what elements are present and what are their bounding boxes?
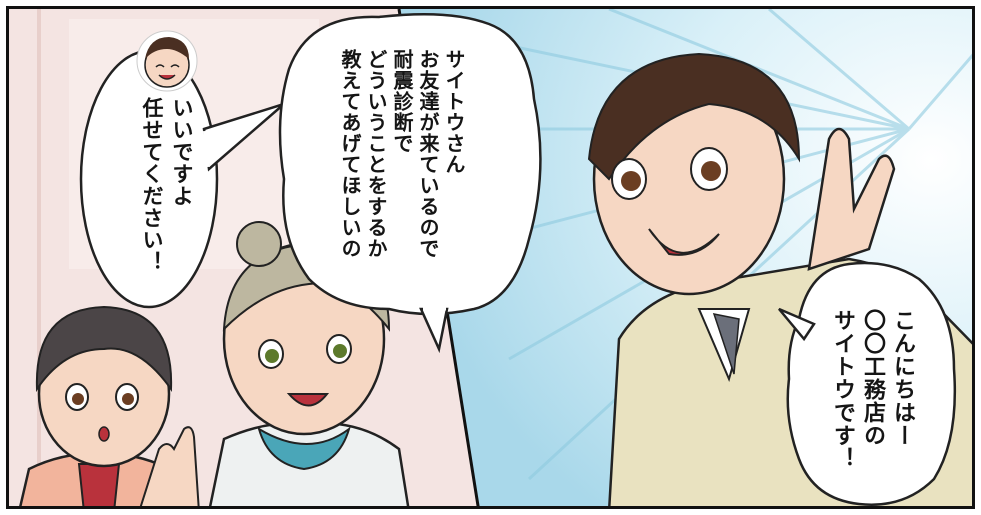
- middle-bubble-line: 耐震診断で: [390, 49, 414, 154]
- manga-illustration: [9, 9, 972, 506]
- thought-bubble-face-icon: [136, 30, 198, 92]
- speech-bubble-right: [778, 261, 957, 506]
- middle-bubble-text: サイトウさん お友達が来ているので 耐震診断で どういうことをするか 教えてあげ…: [337, 49, 467, 259]
- manga-panel-frame: いいですよ 任せてください！ サイトウさん お友達が来ているので 耐震診断で ど…: [6, 6, 975, 509]
- middle-bubble-line: お友達が来ているので: [416, 49, 440, 259]
- left-bubble-text: いいですよ 任せてください！: [137, 97, 197, 273]
- left-bubble-line: 任せてください！: [140, 97, 164, 273]
- right-bubble-line: こんにちはー: [890, 309, 915, 447]
- middle-bubble-line: どういうことをするか: [364, 49, 388, 259]
- middle-bubble-line: 教えてあげてほしいの: [338, 49, 362, 259]
- left-bubble-line: いいですよ: [170, 97, 194, 207]
- right-bubble-line: サイトウです！: [830, 309, 855, 470]
- right-bubble-line: 〇〇工務店の: [860, 309, 885, 447]
- right-bubble-text: こんにちはー 〇〇工務店の サイトウです！: [827, 309, 917, 470]
- middle-bubble-line: サイトウさん: [442, 49, 466, 175]
- woman-dark-hair: [19, 305, 200, 506]
- speech-bubble-left: [79, 49, 285, 309]
- speech-bubble-middle: [278, 12, 542, 354]
